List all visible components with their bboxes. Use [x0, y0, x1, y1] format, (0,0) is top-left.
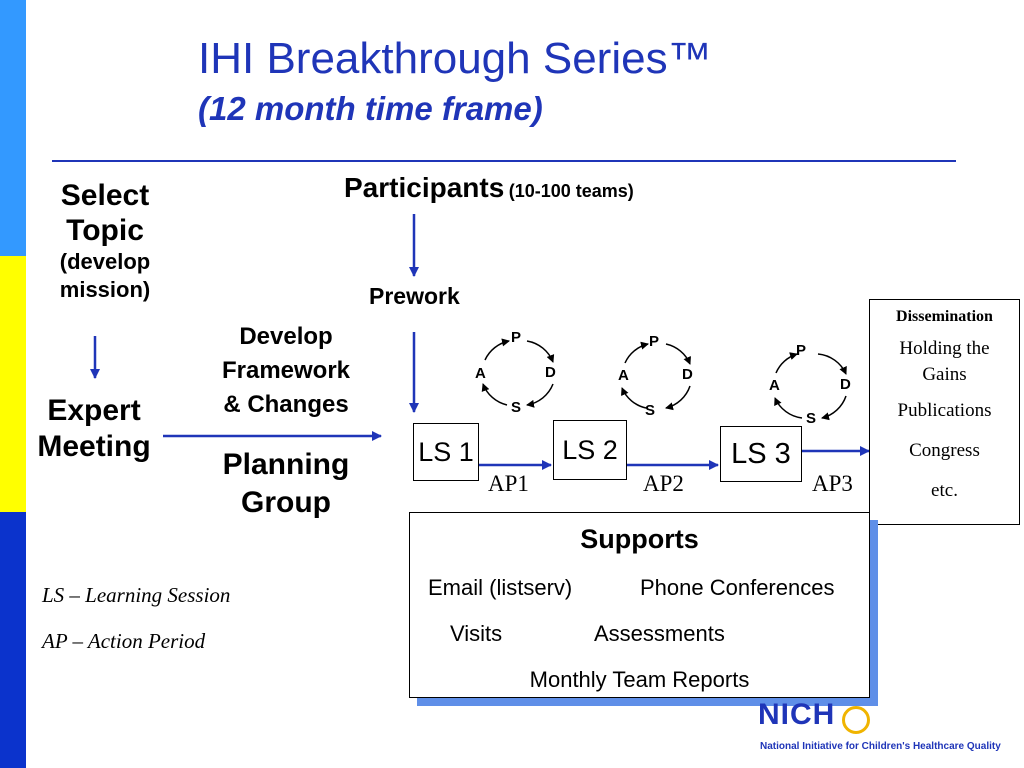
- pdsa2-a: A: [618, 367, 629, 384]
- title-divider: [52, 160, 956, 162]
- nichq-tagline: National Initiative for Children's Healt…: [760, 741, 1001, 752]
- ls3-label: LS 3: [731, 438, 791, 470]
- ls1-box: LS 1: [413, 423, 479, 481]
- supports-box: Supports Email (listserv) Phone Conferen…: [409, 512, 870, 698]
- pdsa3-d: D: [840, 376, 851, 393]
- supports-phone: Phone Conferences: [640, 575, 835, 600]
- ap2-label: AP2: [643, 471, 684, 496]
- supports-email: Email (listserv): [428, 575, 573, 600]
- dissemination-item1-line1: Holding the: [899, 338, 990, 359]
- supports-visits: Visits: [450, 621, 503, 646]
- pdsa3-s: S: [806, 410, 817, 427]
- slide-subtitle: (12 month time frame): [198, 90, 543, 127]
- dissemination-title: Dissemination: [896, 308, 993, 325]
- pdsa1-a: A: [475, 365, 486, 382]
- pdsa-cycle-2: [621, 341, 691, 411]
- legend-ls: LS – Learning Session: [42, 583, 231, 607]
- supports-row1: Email (listserv) Phone Conferences: [410, 575, 869, 605]
- pdsa1-d: D: [545, 364, 556, 381]
- participants-note: (10-100 teams): [508, 181, 634, 201]
- ls1-label: LS 1: [418, 437, 474, 467]
- select-topic-line1: Select: [60, 179, 150, 212]
- pdsa1-p: P: [511, 329, 522, 346]
- supports-title: Supports: [580, 524, 699, 554]
- left-band-blue-top: [0, 0, 26, 256]
- dissemination-item1-line2: Gains: [922, 364, 967, 385]
- left-band-blue-bottom: [0, 512, 26, 768]
- expert-meeting-block: Expert Meeting: [28, 393, 160, 465]
- pdsa2-p: P: [649, 333, 660, 350]
- expert-meeting-line2: Meeting: [37, 430, 151, 463]
- dissemination-item2: Publications: [897, 400, 992, 421]
- prework-label: Prework: [369, 283, 460, 309]
- develop-framework-line2: Framework: [221, 357, 351, 384]
- ls2-label: LS 2: [562, 435, 618, 465]
- nichq-logo-mark-icon: [841, 705, 870, 734]
- supports-reports: Monthly Team Reports: [529, 667, 750, 692]
- expert-meeting-line1: Expert: [47, 394, 141, 427]
- pdsa-cycle-1: [481, 338, 555, 408]
- nichq-logo-text: NICH: [758, 698, 836, 731]
- planning-group-block: Planning Group: [200, 446, 372, 522]
- pdsa3-a: A: [769, 377, 780, 394]
- pdsa2-s: S: [645, 402, 656, 419]
- dissemination-item3: Congress: [909, 440, 980, 461]
- participants-heading: Participants (10-100 teams): [344, 172, 634, 204]
- select-topic-line3: (develop: [59, 249, 151, 274]
- pdsa3-p: P: [796, 342, 807, 359]
- supports-row2: Visits Assessments: [410, 621, 869, 651]
- planning-group-line1: Planning: [222, 448, 350, 481]
- ap3-label: AP3: [812, 471, 853, 496]
- pdsa2-d: D: [682, 366, 693, 383]
- develop-framework-block: Develop Framework & Changes: [200, 320, 372, 422]
- develop-framework-line1: Develop: [239, 323, 333, 350]
- ls2-box: LS 2: [553, 420, 627, 480]
- pdsa-cycle-3: [774, 352, 847, 421]
- develop-framework-line3: & Changes: [223, 391, 349, 418]
- legend-ap: AP – Action Period: [42, 629, 206, 653]
- participants-label: Participants: [344, 172, 505, 203]
- pdsa1-s: S: [511, 399, 522, 416]
- select-topic-line4: mission): [59, 277, 151, 302]
- nichq-logo: NICH: [758, 698, 870, 734]
- select-topic-line2: Topic: [66, 214, 144, 247]
- dissemination-box: Dissemination Holding the Gains Publicat…: [869, 299, 1020, 525]
- planning-group-line2: Group: [241, 486, 331, 519]
- select-topic-block: Select Topic (develop mission): [40, 178, 170, 304]
- ls3-box: LS 3: [720, 426, 802, 482]
- dissemination-item4: etc.: [931, 480, 958, 501]
- ap1-label: AP1: [488, 471, 529, 496]
- supports-assessments: Assessments: [594, 621, 725, 646]
- left-band-yellow: [0, 256, 26, 512]
- slide-title: IHI Breakthrough Series™: [198, 34, 712, 83]
